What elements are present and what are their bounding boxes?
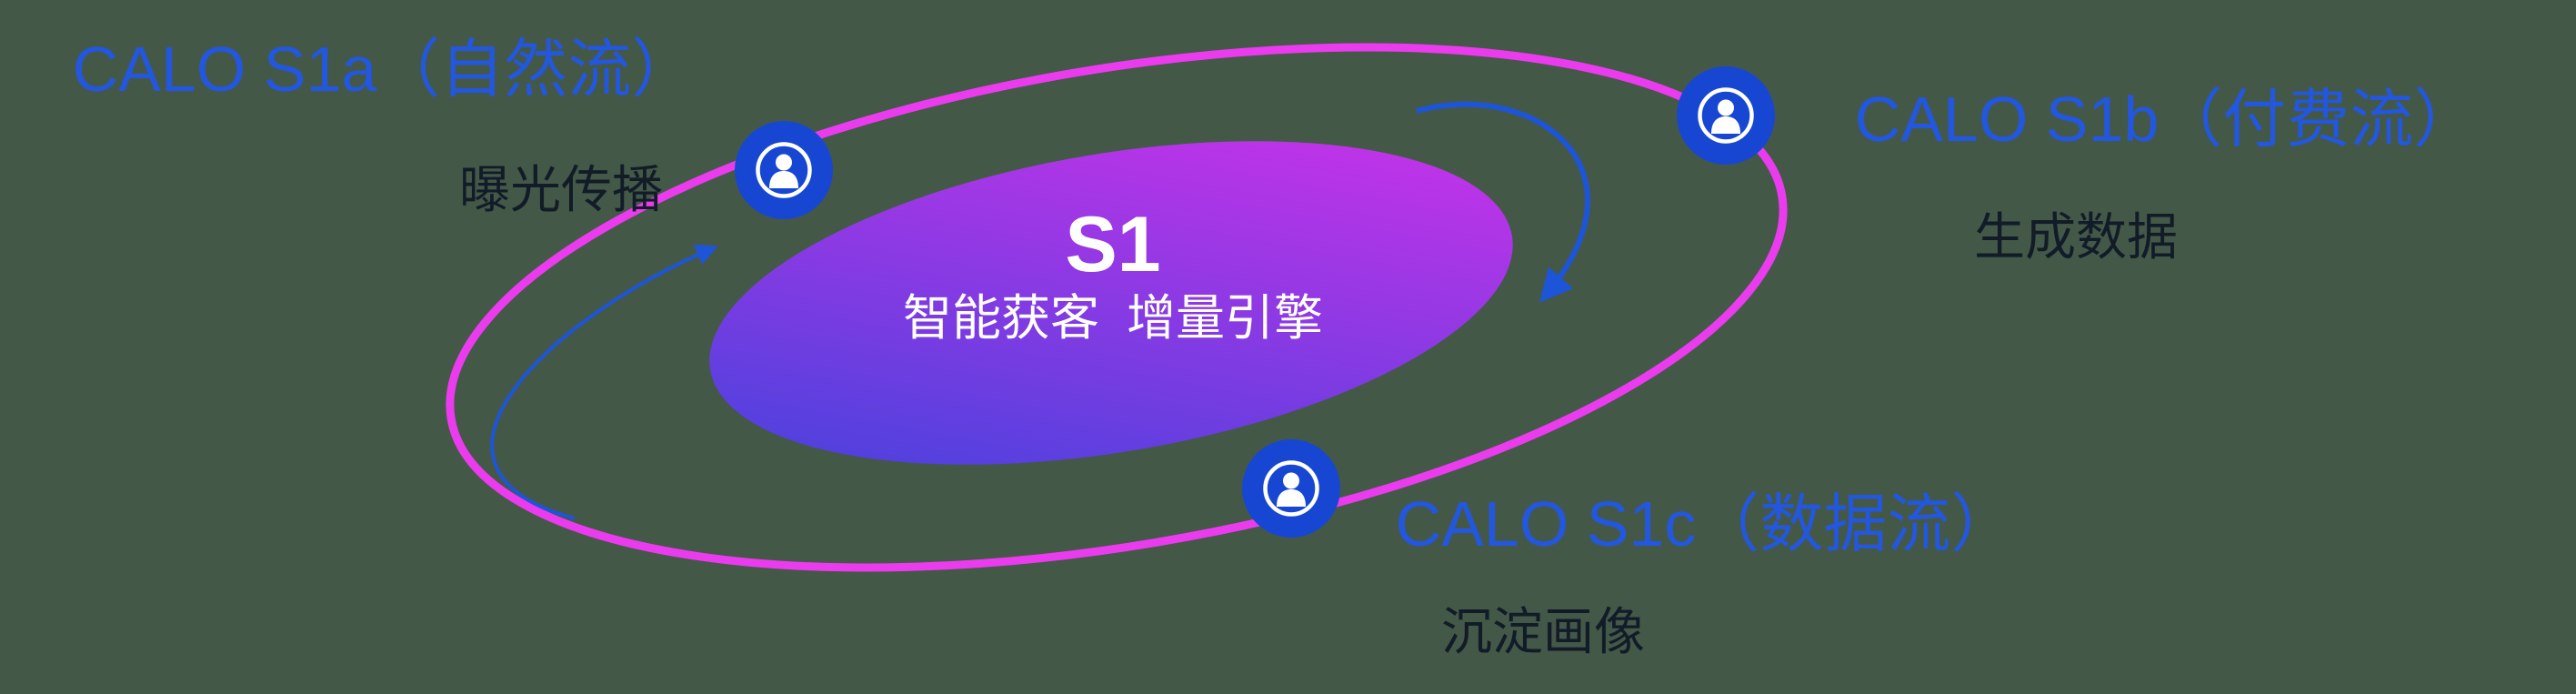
user-shoulders-icon bbox=[1277, 489, 1306, 507]
core-title: S1 bbox=[1065, 201, 1160, 288]
user-head-icon bbox=[1283, 472, 1299, 489]
user-head-icon bbox=[776, 154, 792, 171]
node-s1c-user-icon bbox=[1242, 439, 1340, 538]
node-s1b-user-icon bbox=[1677, 66, 1775, 165]
user-shoulders-icon bbox=[769, 171, 798, 188]
user-ring-icon bbox=[756, 142, 812, 198]
user-head-icon bbox=[1718, 99, 1734, 116]
node-s1b-subtitle: 生成数据 bbox=[1974, 208, 2178, 266]
orbit-ring bbox=[446, 43, 1788, 572]
user-shoulders-icon bbox=[1711, 116, 1740, 134]
node-s1a-subtitle: 曝光传播 bbox=[459, 161, 663, 218]
user-ring-icon bbox=[1263, 460, 1319, 517]
node-s1b-title: CALO S1b（付费流） bbox=[1855, 84, 2478, 155]
curved-arrow-left bbox=[490, 244, 718, 520]
core-subtitle: 智能获客 增量引擎 bbox=[903, 291, 1323, 346]
core-ellipse bbox=[709, 141, 1513, 465]
node-s1a-title: CALO S1a（自然流） bbox=[73, 34, 696, 105]
user-ring-icon bbox=[1698, 87, 1754, 144]
node-s1a-user-icon bbox=[735, 121, 833, 219]
node-s1c-title: CALO S1c（数据流） bbox=[1396, 488, 2015, 559]
node-s1c-subtitle: 沉淀画像 bbox=[1441, 603, 1645, 660]
curved-arrow-right bbox=[1416, 101, 1590, 303]
